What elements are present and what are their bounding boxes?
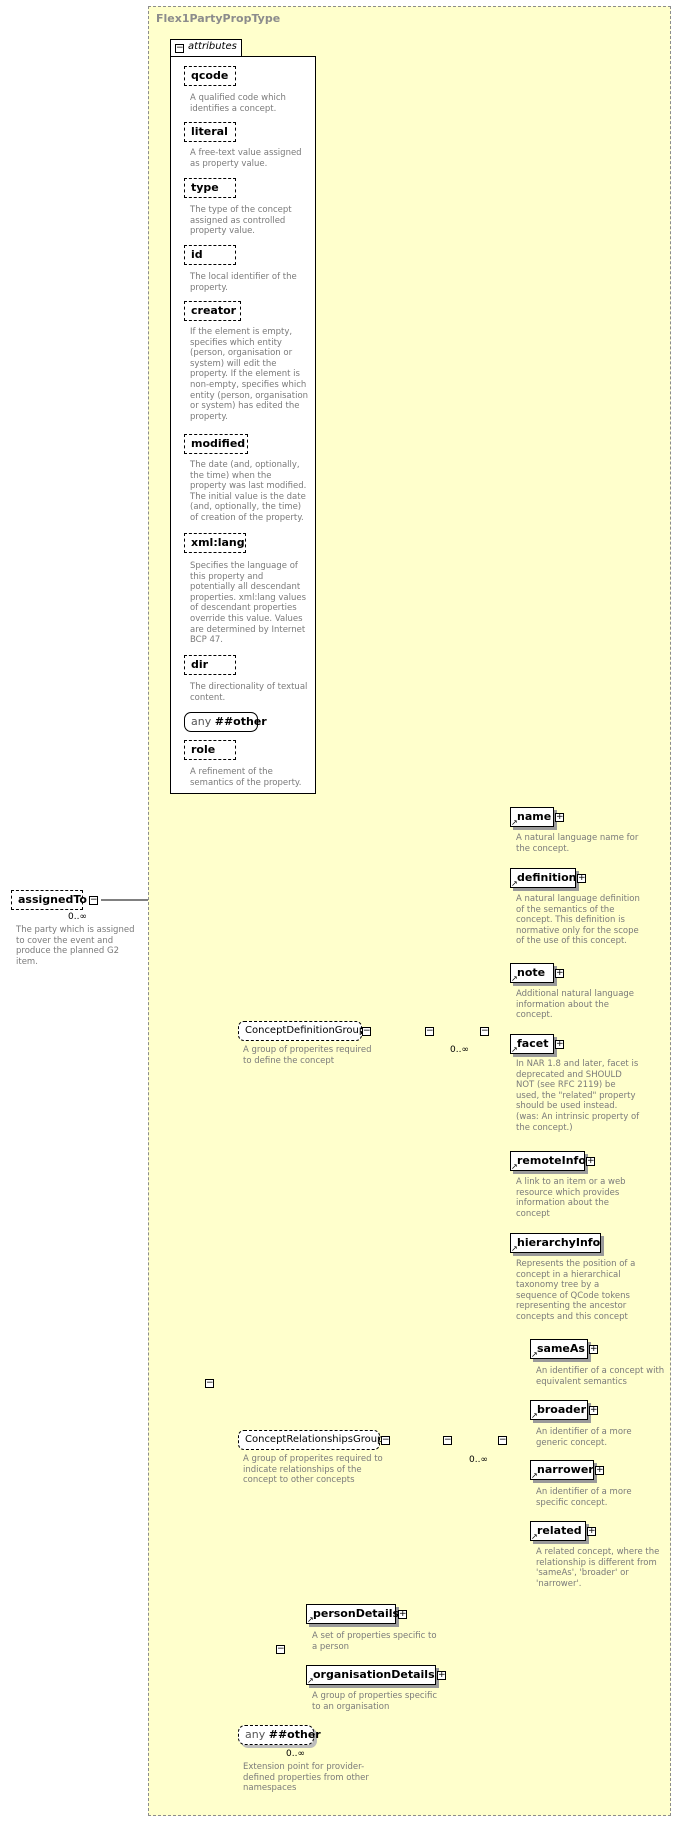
attribute-description: A free-text value assigned as property v… <box>190 148 302 169</box>
element-organisationDetails[interactable]: organisationDetails <box>306 1665 436 1685</box>
attribute-description: The date (and, optionally, the time) whe… <box>190 460 307 523</box>
element-description: A link to an item or a web resource whic… <box>516 1177 626 1219</box>
attribute-modified[interactable]: modified <box>184 434 248 454</box>
element-definition[interactable]: definition <box>510 868 577 888</box>
expand-icon[interactable]: + <box>437 1670 446 1680</box>
collapse-icon[interactable]: − <box>381 1435 390 1445</box>
element-description: An identifier of a concept with equivale… <box>536 1366 665 1387</box>
reference-arrow-icon: ↗ <box>531 1411 538 1420</box>
attribute-any-other[interactable]: any ##other <box>184 712 267 732</box>
reference-arrow-icon: ↗ <box>511 1162 518 1171</box>
collapse-icon[interactable]: − <box>443 1435 452 1445</box>
reference-arrow-icon: ↗ <box>511 974 518 983</box>
expand-icon[interactable]: + <box>555 1039 564 1049</box>
expand-icon[interactable]: + <box>577 873 586 883</box>
attribute-literal[interactable]: literal <box>184 122 236 142</box>
concept-definition-group[interactable]: ConceptDefinitionGroup <box>238 1021 365 1041</box>
attributes-label: attributes <box>188 41 237 52</box>
element-description: A natural language definition of the sem… <box>516 894 640 947</box>
element-description: A set of properties specific to a person <box>312 1631 437 1652</box>
collapse-icon[interactable]: − <box>425 1026 434 1036</box>
attribute-creator[interactable]: creator <box>184 301 241 321</box>
attribute-id[interactable]: id <box>184 245 236 265</box>
collapse-icon[interactable]: − <box>362 1026 371 1036</box>
reference-arrow-icon: ↗ <box>511 818 518 827</box>
reference-arrow-icon: ↗ <box>511 1045 518 1054</box>
any-occurrence: 0..∞ <box>286 1749 305 1759</box>
reference-arrow-icon: ↗ <box>307 1676 314 1685</box>
collapse-icon[interactable]: − <box>480 1026 489 1036</box>
attribute-description: A qualified code which identifies a conc… <box>190 93 286 114</box>
any-other-element[interactable]: any ##other <box>238 1725 321 1745</box>
reference-arrow-icon: ↗ <box>531 1532 538 1541</box>
expand-icon[interactable]: + <box>595 1465 604 1475</box>
root-description: The party which is assigned to cover the… <box>16 925 135 967</box>
element-sameAs[interactable]: sameAs <box>530 1339 588 1359</box>
attribute-description: A refinement of the semantics of the pro… <box>190 767 302 788</box>
element-narrower[interactable]: narrower <box>530 1460 594 1480</box>
any-prefix: any <box>191 715 212 728</box>
choice-occurrence: 0..∞ <box>450 1045 469 1055</box>
group-description: A group of properites required to indica… <box>243 1454 383 1486</box>
expand-icon[interactable]: + <box>586 1156 595 1166</box>
attribute-xml-lang[interactable]: xml:lang <box>184 533 246 553</box>
element-description: Additional natural language information … <box>516 989 635 1021</box>
any-name: ##other <box>268 1728 321 1741</box>
reference-arrow-icon: ↗ <box>531 1350 538 1359</box>
reference-arrow-icon: ↗ <box>531 1471 538 1480</box>
element-remoteInfo[interactable]: remoteInfo <box>510 1151 586 1171</box>
attribute-description: Specifies the language of this property … <box>190 561 307 646</box>
choice-occurrence: 0..∞ <box>469 1455 488 1465</box>
attribute-role[interactable]: role <box>184 740 236 760</box>
element-facet[interactable]: facet <box>510 1034 554 1054</box>
attribute-description: If the element is empty, specifies which… <box>190 327 309 422</box>
expand-icon[interactable]: + <box>589 1405 598 1415</box>
attributes-tab[interactable] <box>170 39 242 57</box>
root-element-assignedTo[interactable]: assignedTo <box>11 890 87 910</box>
element-name[interactable]: name <box>510 807 554 827</box>
reference-arrow-icon: ↗ <box>511 879 518 888</box>
reference-arrow-icon: ↗ <box>511 1244 518 1253</box>
element-description: An identifier of a more generic concept. <box>536 1427 632 1448</box>
collapse-icon[interactable]: − <box>276 1644 285 1654</box>
reference-arrow-icon: ↗ <box>307 1615 314 1624</box>
element-description: An identifier of a more specific concept… <box>536 1487 632 1508</box>
element-description: A group of properties specific to an org… <box>312 1691 437 1712</box>
expand-icon[interactable]: + <box>555 812 564 822</box>
collapse-icon[interactable]: − <box>205 1378 214 1388</box>
attribute-type[interactable]: type <box>184 178 236 198</box>
element-personDetails[interactable]: personDetails <box>306 1604 399 1624</box>
element-hierarchyInfo[interactable]: hierarchyInfo <box>510 1233 601 1253</box>
attribute-description: The directionality of textual content. <box>190 682 308 703</box>
attribute-description: The local identifier of the property. <box>190 272 297 293</box>
expand-icon[interactable]: + <box>587 1526 596 1536</box>
any-description: Extension point for provider-defined pro… <box>243 1762 369 1794</box>
concept-relationships-group[interactable]: ConceptRelationshipsGroup <box>238 1430 383 1450</box>
element-description: In NAR 1.8 and later, facet is deprecate… <box>516 1059 640 1133</box>
element-description: A natural language name for the concept. <box>516 833 639 854</box>
expand-icon[interactable]: + <box>555 968 564 978</box>
any-prefix: any <box>245 1728 266 1741</box>
type-title: Flex1PartyPropType <box>156 12 281 25</box>
collapse-icon[interactable]: − <box>498 1435 507 1445</box>
expand-icon[interactable]: + <box>398 1609 407 1619</box>
element-description: A related concept, where the relationshi… <box>536 1547 660 1589</box>
attribute-qcode[interactable]: qcode <box>184 66 236 86</box>
attribute-description: The type of the concept assigned as cont… <box>190 205 292 237</box>
root-occurrence: 0..∞ <box>68 912 87 922</box>
element-related[interactable]: related <box>530 1521 586 1541</box>
collapse-icon[interactable]: − <box>89 895 98 905</box>
expand-icon[interactable]: + <box>589 1344 598 1354</box>
collapse-icon[interactable]: − <box>175 43 184 53</box>
any-name: ##other <box>214 715 267 728</box>
element-description: Represents the position of a concept in … <box>516 1259 636 1322</box>
element-broader[interactable]: broader <box>530 1400 588 1420</box>
element-note[interactable]: note <box>510 963 554 983</box>
attribute-dir[interactable]: dir <box>184 655 236 675</box>
group-description: A group of properites required to define… <box>243 1045 372 1066</box>
